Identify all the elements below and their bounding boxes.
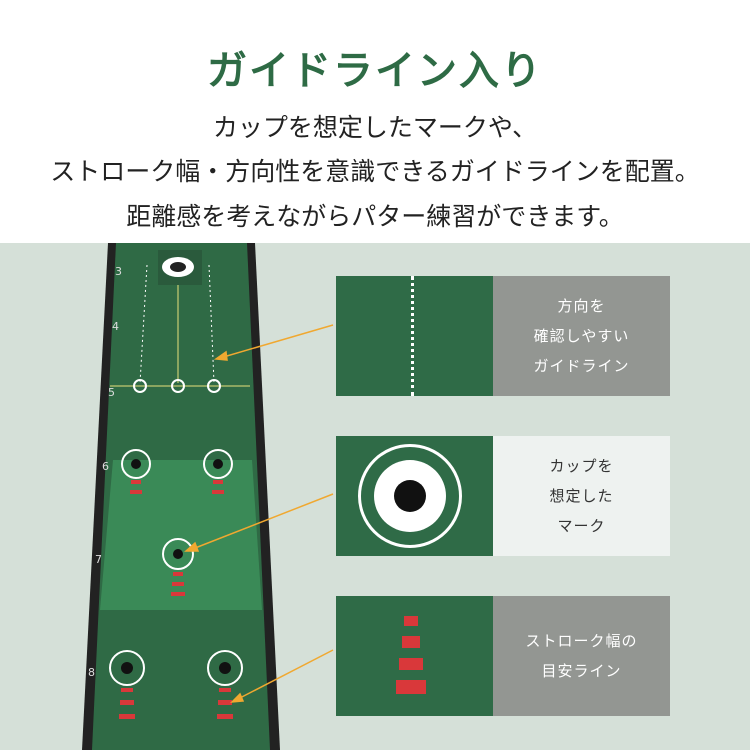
subtitle-line-2: ストローク幅・方向性を意識できるガイドラインを配置。 — [50, 157, 700, 186]
callout-text: カップを 想定した マーク — [493, 436, 670, 556]
callout-guideline: 方向を 確認しやすい ガイドライン — [336, 276, 670, 396]
callout-text: ストローク幅の 目安ライン — [493, 596, 670, 716]
distance-mark: 8 — [88, 666, 95, 679]
callout-cup-mark: カップを 想定した マーク — [336, 436, 670, 556]
distance-mark: 5 — [108, 386, 115, 399]
callout-text: 方向を 確認しやすい ガイドライン — [493, 276, 670, 396]
subtitle-line-3: 距離感を考えながらパター練習ができます。 — [126, 202, 624, 231]
distance-mark: 3 — [115, 265, 122, 278]
page-title: ガイドライン入り — [207, 48, 543, 94]
distance-mark: 7 — [95, 553, 102, 566]
distance-mark: 6 — [102, 460, 109, 473]
guideline-closeup-image — [336, 276, 493, 396]
header: ガイドライン入り カップを想定したマークや、 ストローク幅・方向性を意識できるガ… — [0, 0, 750, 243]
cup-mark-closeup-image — [336, 436, 493, 556]
distance-mark: 4 — [112, 320, 119, 333]
stroke-guide-closeup-image — [336, 596, 493, 716]
callout-stroke-width: ストローク幅の 目安ライン — [336, 596, 670, 716]
subtitle-line-1: カップを想定したマークや、 — [212, 113, 538, 142]
